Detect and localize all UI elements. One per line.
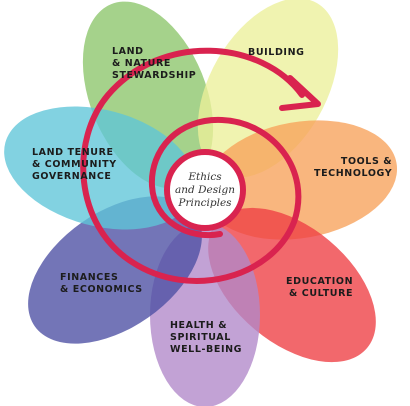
center-circle xyxy=(164,149,246,231)
spiral xyxy=(80,47,321,284)
spiral-arrowhead xyxy=(279,75,321,111)
petal-land-tenure-governance xyxy=(4,106,196,230)
label-health-spiritual-wellbeing: HEALTH & SPIRITUAL WELL-BEING xyxy=(170,320,243,355)
label-tools-technology: TOOLS & TECHNOLOGY xyxy=(314,156,393,179)
label-building: BUILDING xyxy=(248,47,305,58)
label-land-tenure-governance: LAND TENURE & COMMUNITY GOVERNANCE xyxy=(32,147,117,182)
label-finances-economics: FINANCES & ECONOMICS xyxy=(60,272,143,295)
label-land-nature-stewardship: LAND & NATURE STEWARDSHIP xyxy=(112,46,197,81)
petal-finances-economics xyxy=(28,196,202,344)
label-education-culture: EDUCATION & CULTURE xyxy=(286,276,354,299)
center-label: Ethics and Design Principles xyxy=(175,171,235,209)
spiral-outer-arc xyxy=(80,47,305,284)
